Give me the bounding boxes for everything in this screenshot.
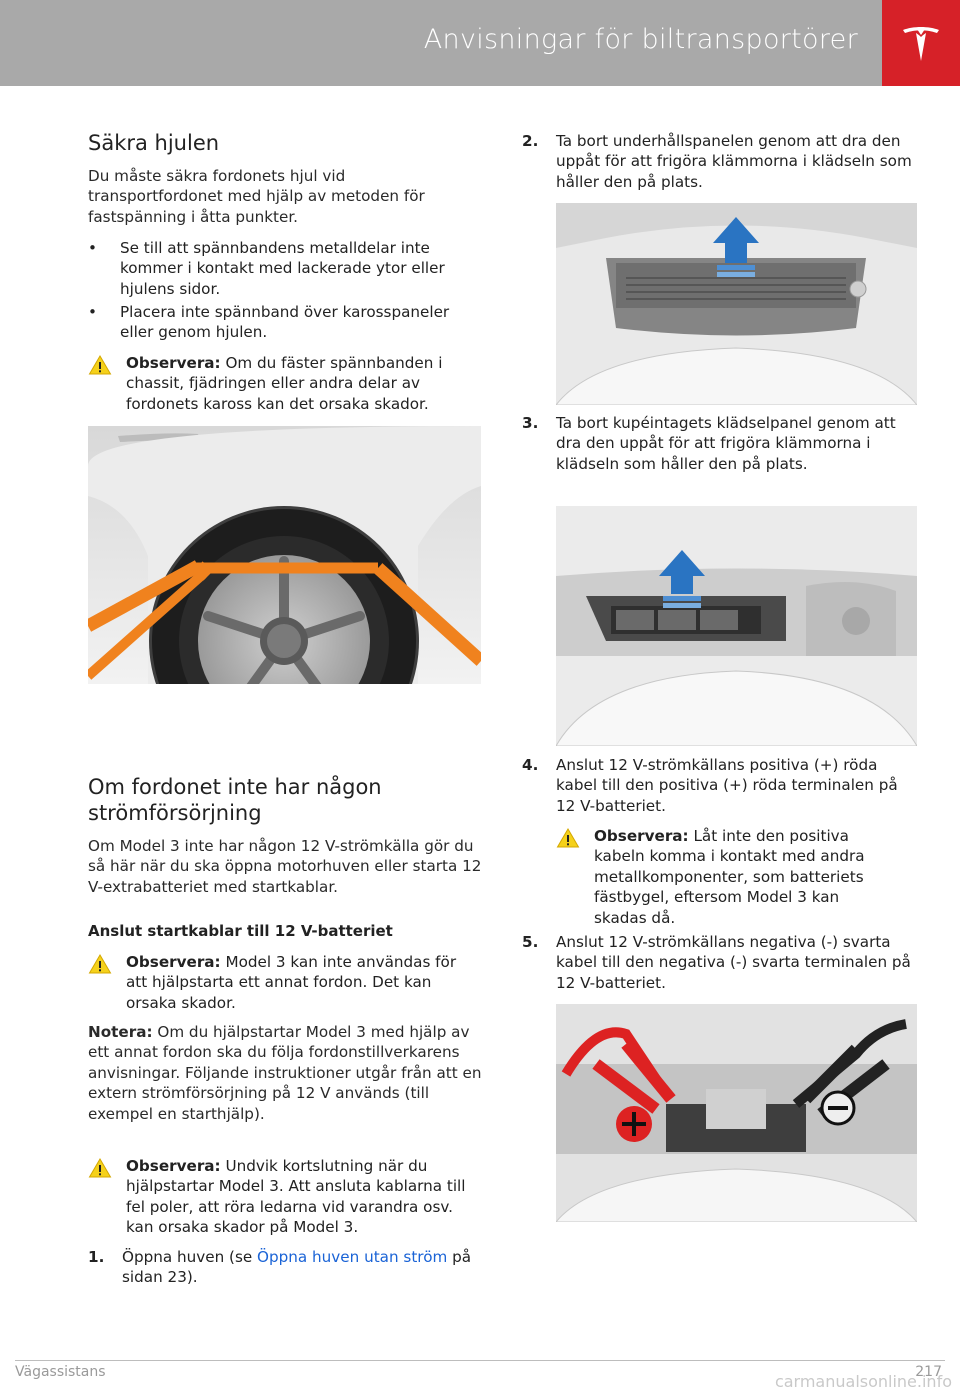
paragraph-secure-wheels: Du måste säkra fordonets hjul vid transp… <box>88 167 425 226</box>
heading-no-power: Om fordonet inte har någon strömförsörjn… <box>88 775 382 826</box>
wheel-strap-image <box>88 426 481 684</box>
warning-note: Observera: Undvik kortslutning när du hj… <box>88 1156 483 1238</box>
warning-icon <box>88 954 112 974</box>
heading-connect-cables: Anslut startkablar till 12 V-batteriet <box>88 922 393 940</box>
step-3: 3. Ta bort kupéintagets klädselpanel gen… <box>522 414 896 473</box>
footer-section: Vägassistans <box>15 1364 106 1380</box>
warning-icon <box>88 355 112 375</box>
service-panel-image <box>556 203 917 405</box>
page-title: Anvisningar för biltransportörer <box>423 24 858 55</box>
link-open-hood[interactable]: Öppna huven utan ström <box>257 1248 448 1266</box>
heading-secure-wheels: Säkra hjulen <box>88 131 220 155</box>
warning-note: Observera: Om du fäster spännbanden i ch… <box>88 353 483 415</box>
paragraph-no-power: Om Model 3 inte har någon 12 V-strömkäll… <box>88 837 482 896</box>
warning-icon <box>556 828 580 848</box>
warning-icon <box>88 1158 112 1178</box>
warning-note: Observera: Låt inte den positiva kabeln … <box>556 826 916 928</box>
battery-cables-image <box>556 1004 917 1222</box>
footer-divider <box>15 1360 945 1361</box>
list-item: • Placera inte spännband över karosspane… <box>88 303 450 342</box>
list-item: • Se till att spännbandens metalldelar i… <box>88 239 445 298</box>
tesla-logo-icon <box>903 27 939 61</box>
step-4: 4. Anslut 12 V-strömkällans positiva (+)… <box>522 756 898 815</box>
watermark: carmanualsonline.info <box>774 1372 952 1391</box>
page-header: Anvisningar för biltransportörer <box>0 0 960 86</box>
step-5: 5. Anslut 12 V-strömkällans negativa (-)… <box>522 933 911 992</box>
tesla-logo <box>882 0 960 86</box>
cabin-intake-image <box>556 506 917 746</box>
page-number: 217 <box>915 1364 942 1380</box>
warning-note: Observera: Model 3 kan inte användas för… <box>88 952 483 1014</box>
step-2: 2. Ta bort underhållspanelen genom att d… <box>522 132 912 191</box>
paragraph-notera: Notera: Om du hjälpstartar Model 3 med h… <box>88 1023 482 1123</box>
step-1: 1. Öppna huven (se Öppna huven utan strö… <box>88 1248 472 1287</box>
